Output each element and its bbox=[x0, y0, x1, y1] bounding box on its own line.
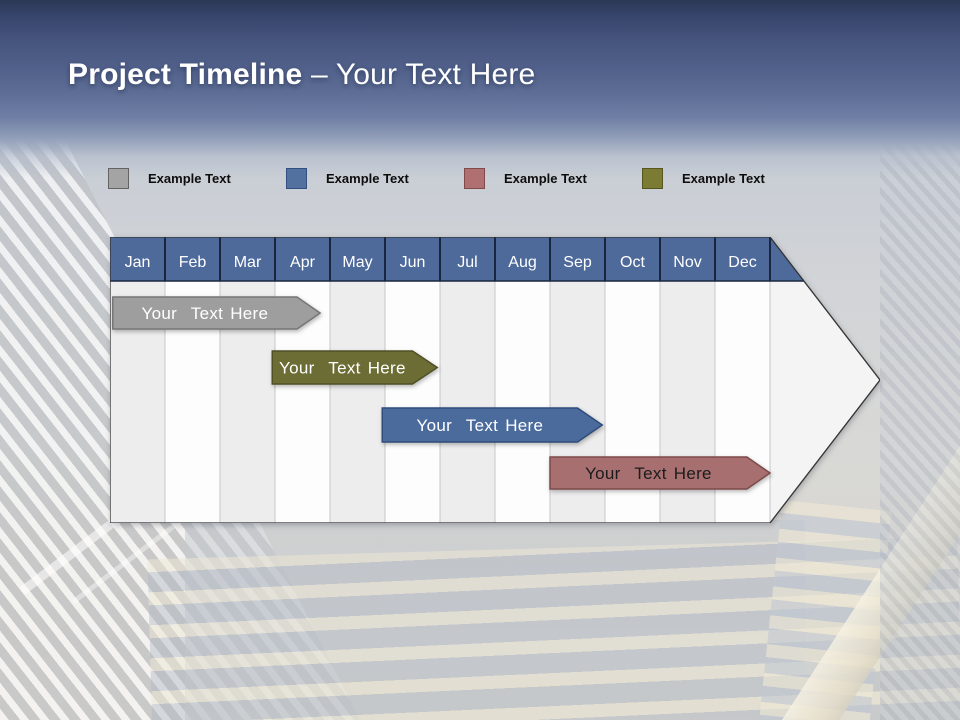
legend-swatch-olive[interactable] bbox=[642, 168, 663, 189]
month-label-apr: Apr bbox=[290, 254, 316, 271]
month-column-aug bbox=[495, 281, 550, 523]
timeline-bar-olive[interactable] bbox=[271, 350, 439, 385]
timeline-arrow-outline bbox=[110, 237, 880, 523]
timeline-arrow-graphic: Jan Feb Mar Apr May Jun Jul Aug Sep Oct Nov DecYour… bbox=[110, 237, 880, 523]
month-label-jun: Jun bbox=[400, 254, 426, 271]
month-label-may: May bbox=[342, 254, 372, 271]
timeline-bar-gray[interactable] bbox=[112, 296, 322, 330]
timeline-bar-blue[interactable] bbox=[381, 407, 604, 443]
legend-label: Example Text bbox=[682, 171, 765, 186]
legend-item-blue[interactable]: Example Text bbox=[286, 168, 419, 189]
background-right-facade bbox=[880, 130, 960, 720]
timeline-bar-red[interactable] bbox=[549, 456, 772, 490]
legend-label: Example Text bbox=[148, 171, 231, 186]
month-column-jul bbox=[440, 281, 495, 523]
month-column-may bbox=[330, 281, 385, 523]
month-label-oct: Oct bbox=[620, 254, 645, 271]
month-label-mar: Mar bbox=[234, 254, 262, 271]
legend-item-red[interactable]: Example Text bbox=[464, 168, 597, 189]
legend-item-gray[interactable]: Example Text bbox=[108, 168, 241, 189]
month-label-dec: Dec bbox=[728, 254, 756, 271]
legend-swatch-red[interactable] bbox=[464, 168, 485, 189]
month-label-nov: Nov bbox=[673, 254, 701, 271]
slide-title[interactable]: Project Timeline – Your Text Here bbox=[68, 58, 535, 92]
timeline-bar-olive-label: Your Text Here bbox=[279, 359, 406, 378]
slide-title-subtitle: – Your Text Here bbox=[310, 58, 536, 91]
month-label-jul: Jul bbox=[457, 254, 477, 271]
month-column-jun bbox=[385, 281, 440, 523]
month-label-aug: Aug bbox=[508, 254, 536, 271]
timeline-bar-blue-label: Your Text Here bbox=[417, 416, 544, 435]
month-label-jan: Jan bbox=[125, 254, 151, 271]
legend-swatch-gray[interactable] bbox=[108, 168, 129, 189]
month-label-feb: Feb bbox=[179, 254, 207, 271]
legend-label: Example Text bbox=[326, 171, 409, 186]
legend-swatch-blue[interactable] bbox=[286, 168, 307, 189]
month-label-sep: Sep bbox=[563, 254, 592, 271]
timeline-bar-red-label: Your Text Here bbox=[585, 464, 712, 483]
legend-label: Example Text bbox=[504, 171, 587, 186]
legend: Example Text Example Text Example Text Exam… bbox=[108, 168, 775, 189]
legend-item-olive[interactable]: Example Text bbox=[642, 168, 775, 189]
timeline-bar-gray-label: Your Text Here bbox=[142, 304, 269, 323]
background-sky-gradient bbox=[0, 0, 960, 178]
slide-title-bold: Project Timeline bbox=[68, 58, 303, 91]
